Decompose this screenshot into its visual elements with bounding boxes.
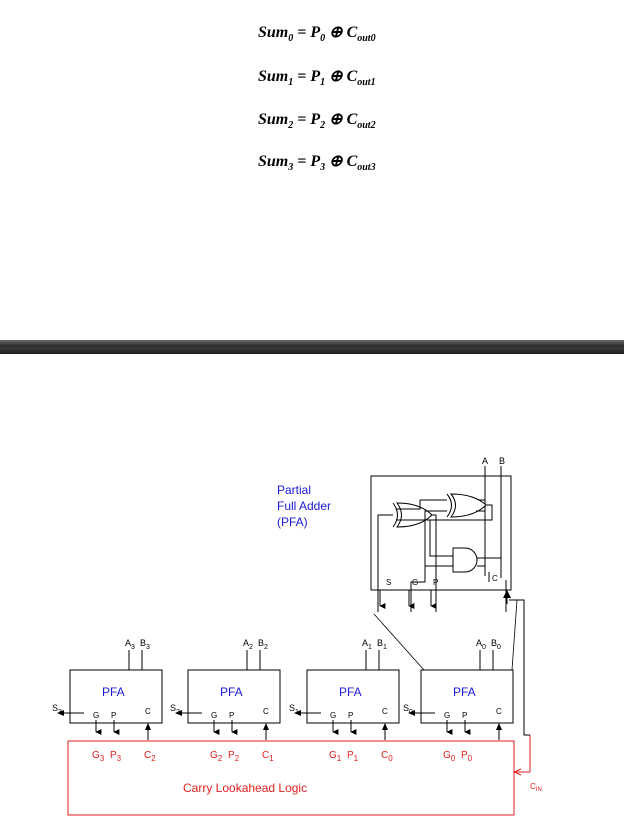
pfa-c-label: C — [145, 707, 151, 716]
pfa-detail-s-label: S — [386, 578, 391, 587]
cll-p-label: P1 — [347, 750, 359, 763]
c-input-arrowhead — [496, 723, 502, 730]
carry-lookahead-label: Carry Lookahead Logic — [183, 781, 307, 795]
pfa-detail-input-b: B — [499, 456, 505, 466]
c-input-arrowhead — [145, 723, 151, 730]
pfa-g-label: G — [211, 711, 217, 720]
pfa-c-label: C — [263, 707, 269, 716]
pfa-detail-c-label: C — [492, 574, 498, 583]
pfa-detail-p-label: P — [433, 578, 438, 587]
equation-sum1: Sum1 = P1 ⊕ Cout1 — [258, 68, 376, 89]
cll-c-label: C1 — [262, 750, 274, 763]
input-a-label: A1 — [362, 638, 372, 651]
pfa-g-label: G — [444, 711, 450, 720]
pfa-block — [306, 669, 400, 724]
pfa-p-label: P — [348, 711, 353, 720]
s-output-label: S3 — [52, 703, 62, 716]
cll-p-label: P2 — [228, 750, 240, 763]
input-a-label: A2 — [243, 638, 253, 651]
cll-c-label: C2 — [144, 750, 156, 763]
cll-p-label: P0 — [461, 750, 473, 763]
equation-sum0: Sum0 = P0 ⊕ Cout0 — [258, 24, 376, 45]
s-output-label: S0 — [403, 703, 413, 716]
input-b-label: B2 — [258, 638, 268, 651]
pfa-c-label: C — [496, 707, 502, 716]
input-b-label: B0 — [491, 638, 501, 651]
zoom-guide-left — [373, 613, 425, 671]
pfa-c-label: C — [382, 707, 388, 716]
pfa-detail-box — [370, 475, 512, 591]
cin-label: CIN — [530, 782, 542, 793]
equation-sum2: Sum2 = P2 ⊕ Cout2 — [258, 111, 376, 132]
cll-g-label: G2 — [210, 750, 223, 763]
pfa-block-label: PFA — [102, 685, 125, 699]
cin-wire — [516, 735, 531, 773]
pfa-p-label: P — [111, 711, 116, 720]
equation-sum3: Sum3 = P3 ⊕ Cout3 — [258, 153, 376, 174]
pfa-block-label: PFA — [339, 685, 362, 699]
pfa-block — [187, 669, 281, 724]
s-output-arrowhead — [408, 710, 415, 716]
pfa-block-label: PFA — [220, 685, 243, 699]
sum-equations: Sum0 = P0 ⊕ Cout0 Sum1 = P1 ⊕ Cout1 Sum2… — [0, 0, 624, 340]
carry-lookahead-box — [67, 740, 515, 816]
pfa-p-label: P — [229, 711, 234, 720]
pfa-title-line2: Full Adder — [277, 499, 331, 513]
pfa-g-label: G — [93, 711, 99, 720]
cll-p-label: P3 — [110, 750, 122, 763]
cll-g-label: G0 — [443, 750, 456, 763]
c-input-arrowhead — [382, 723, 388, 730]
zoom-guide-right — [511, 599, 518, 671]
and-gate — [452, 547, 478, 573]
pfa-p-label: P — [462, 711, 467, 720]
input-b-label: B1 — [377, 638, 387, 651]
s-output-arrowhead — [57, 710, 64, 716]
s-output-arrowhead — [294, 710, 301, 716]
pfa-g-label: G — [330, 711, 336, 720]
s-output-label: S1 — [289, 703, 299, 716]
cll-c-label: C0 — [381, 750, 393, 763]
cll-g-label: G3 — [92, 750, 105, 763]
input-b-label: B3 — [140, 638, 150, 651]
pfa-block — [69, 669, 163, 724]
cll-g-label: G1 — [329, 750, 342, 763]
pfa-title-line3: (PFA) — [277, 515, 308, 529]
pfa-detail: A B S G P C — [370, 456, 512, 612]
c-input-arrowhead — [263, 723, 269, 730]
s-output-label: S2 — [170, 703, 180, 716]
pfa-detail-g-label: G — [412, 578, 418, 587]
section-divider-bar — [0, 340, 624, 354]
s-output-arrowhead — [175, 710, 182, 716]
pfa-block — [420, 669, 514, 724]
pfa-detail-input-a: A — [482, 456, 488, 466]
pfa-title-line1: Partial — [277, 483, 311, 497]
input-a-label: A3 — [125, 638, 135, 651]
input-a-label: A0 — [476, 638, 486, 651]
pfa-block-label: PFA — [453, 685, 476, 699]
